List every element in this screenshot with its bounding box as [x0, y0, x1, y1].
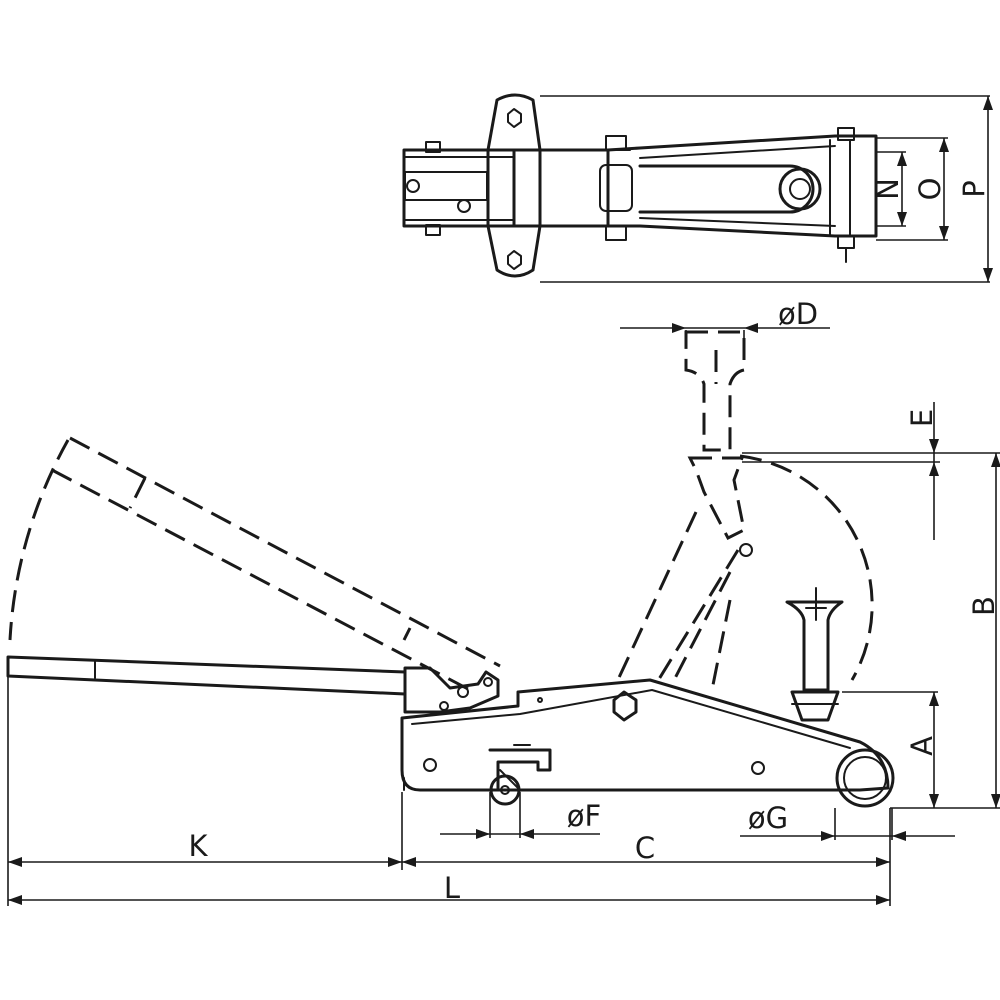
saddle-top-inner: [789, 178, 811, 200]
handle-lowered: [6, 655, 407, 696]
front-frame-top: [402, 148, 516, 228]
bolt-bottom-left: [425, 224, 441, 236]
saddle-top-outer: [778, 167, 822, 211]
caster-bracket: [488, 748, 552, 792]
rear-wheel-outer: [835, 748, 895, 808]
body-bolt-right: [751, 761, 765, 775]
handle-socket-plate: [486, 93, 542, 278]
top-view: [402, 93, 993, 283]
label-c: C: [635, 831, 655, 865]
wheel-hub-left: [406, 179, 420, 193]
body-bolt-left: [423, 758, 437, 772]
label-d: øD: [778, 297, 818, 331]
chassis-top: [486, 148, 610, 228]
label-o: O: [913, 178, 947, 201]
jack-body: [400, 678, 890, 792]
front-caster-wheel: [489, 774, 521, 806]
label-f: øF: [567, 799, 601, 833]
label-p: P: [957, 180, 991, 198]
body-nut: [612, 690, 638, 722]
label-k: K: [188, 829, 208, 863]
saddle-arm-top: [638, 164, 815, 214]
wheel-hub-right: [457, 199, 471, 213]
handle-swing-arc: [8, 439, 70, 641]
saddle-lowered-base: [790, 690, 840, 722]
lift-arc: [739, 454, 874, 681]
saddle-lowered: [785, 600, 844, 692]
rear-pivot-top: [599, 164, 633, 212]
label-n: N: [871, 178, 905, 200]
nut-top-view-lower: [507, 250, 522, 270]
side-view: [6, 323, 1000, 906]
label-b: B: [967, 596, 1000, 616]
rear-wheel-inner: [843, 756, 887, 800]
label-g: øG: [748, 801, 788, 835]
bolt-top-left: [425, 141, 441, 153]
label-e: E: [905, 409, 939, 427]
label-l: L: [444, 871, 460, 905]
front-wheel-top: [404, 171, 488, 201]
saddle-raised-neck: [687, 456, 746, 541]
nut-top-view-upper: [507, 108, 522, 128]
handle-socket: [403, 666, 500, 714]
saddle-raised: [684, 330, 746, 452]
label-a: A: [905, 736, 939, 756]
arm-pivot-raised: [739, 543, 753, 557]
